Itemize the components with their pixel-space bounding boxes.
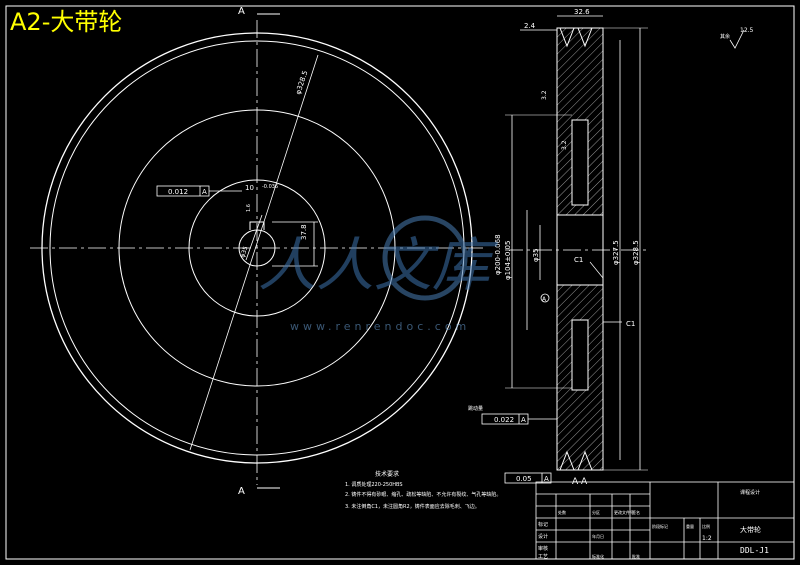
tb-cell-count: 处数: [558, 509, 566, 515]
tech-req-item-1: 1. 调质处理220-250HBS: [345, 481, 403, 488]
title-block-frame: [535, 481, 795, 560]
tb-drawing-name: 大带轮: [740, 525, 761, 534]
lower-web-cutout: [571, 319, 589, 391]
bore-dim-line: [245, 214, 263, 261]
tb-code: DDL-J1: [740, 546, 769, 555]
tb-row-mark: 标记: [538, 521, 548, 528]
hub-depth-label: 37.8: [300, 224, 308, 240]
dim-c-label: φ35: [532, 248, 540, 262]
tb-cell-date: 年月日: [592, 533, 604, 539]
tb-scale: 1:2: [702, 535, 712, 542]
finish-mark-note: 其余: [720, 33, 730, 40]
tb-school: 课程设计: [740, 489, 760, 496]
outer-diameter-label: φ328.5: [294, 70, 309, 96]
tb-cell-stage: 阶段标记: [652, 523, 668, 529]
tech-req-heading: 技术要求: [375, 470, 399, 478]
left-small-label: 2.4: [524, 22, 536, 30]
tb-cell-scale: 比例: [702, 523, 710, 529]
tb-cell-approve: 批准: [632, 553, 640, 559]
section-label-bottom: A: [238, 486, 245, 497]
watermark-text: 人人文库: [258, 231, 498, 299]
tb-cell-weight: 重量: [686, 523, 694, 529]
tb-row-process: 工艺: [538, 554, 548, 560]
datum-circle: [540, 293, 550, 303]
tb-cell-zone: 分区: [592, 509, 600, 515]
tolerance-value: 0.012: [168, 188, 188, 196]
small-dim-label: 1.6: [246, 204, 252, 212]
flatness-frame: [504, 472, 552, 484]
chamfer1-label: C1: [574, 256, 583, 264]
dim-e-label: φ328.5: [632, 240, 640, 265]
tb-cell-sign: 签名: [632, 509, 640, 515]
drawing-title: A2-大带轮: [10, 8, 122, 36]
side-view-labels: 32.6 2.4 12.5 其余 φ104±0.05 φ200-0.068 φ3…: [468, 8, 754, 487]
key-tolerance-label: -0.036: [262, 184, 278, 190]
keyway-outline: [249, 221, 265, 230]
datum-label: A: [542, 296, 547, 303]
chamfer2-label: C1: [626, 320, 635, 328]
dim-b-label: φ200-0.068: [494, 234, 502, 275]
side-view: [481, 15, 745, 484]
outer-diameter-dim-line: [189, 54, 319, 451]
groove-bottom: [559, 450, 593, 471]
upper-web-cutout: [571, 119, 589, 206]
top-width-label: 32.6: [574, 8, 590, 16]
finish-mark-symbol: [729, 29, 745, 49]
roughness-2: 3.2: [561, 140, 568, 150]
key-width-label: 10: [245, 184, 254, 192]
drawing-frame: [5, 5, 795, 560]
tb-cell-std: 标准化: [592, 553, 604, 559]
runout-value: 0.022: [494, 416, 514, 424]
runout-ref: A: [521, 416, 526, 424]
tb-row-review: 审核: [538, 545, 548, 552]
chamfer-leader-1: [589, 261, 604, 279]
groove-top: [559, 27, 593, 48]
tech-req-item-3: 3. 未注倒角C1，未注圆角R2，铸件表面应去除毛刺、飞边。: [345, 503, 480, 510]
tech-req-item-2: 2. 铸件不得有砂眼、缩孔、疏松等缺陷、不允许有裂纹、气孔等缺陷。: [345, 491, 501, 498]
bore-label: φ35: [239, 245, 249, 258]
watermark-logo-ring: [382, 215, 468, 301]
tb-cell-doc: 更改文件号: [614, 509, 634, 515]
finish-mark-value: 12.5: [740, 27, 754, 34]
flatness-ref: A: [544, 475, 549, 483]
title-block: [535, 481, 795, 560]
tech-requirements: 技术要求 1. 调质处理220-250HBS 2. 铸件不得有砂眼、缩孔、疏松等…: [345, 470, 501, 510]
dim-d-label: φ327.5: [612, 240, 620, 265]
title-block-labels: 课程设计 大带轮 DDL-J1 1:2 标记 设计 审核 工艺 处数 分区 更改…: [538, 489, 769, 560]
watermark-url: www.renrendoc.com: [290, 320, 470, 333]
dim-a-label: φ104±0.05: [504, 241, 512, 280]
section-label-top: A: [238, 6, 245, 17]
tolerance-ref: A: [202, 188, 207, 196]
flatness-value: 0.05: [516, 475, 532, 483]
tb-row-design: 设计: [538, 533, 548, 540]
roughness-1: 3.2: [541, 90, 548, 100]
watermark: 人人文库 www.renrendoc.com: [258, 215, 498, 333]
runout-title: 跳动量: [468, 405, 483, 412]
